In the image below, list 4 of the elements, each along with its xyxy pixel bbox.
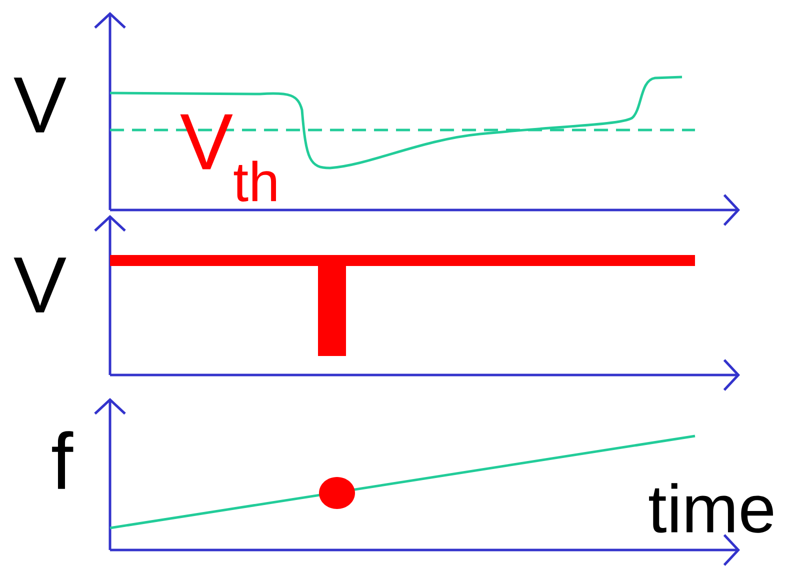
axis-label: f: [52, 431, 74, 489]
axis-label: V: [14, 258, 66, 312]
axis-label: V: [14, 78, 66, 132]
axis-label: time: [649, 483, 773, 533]
